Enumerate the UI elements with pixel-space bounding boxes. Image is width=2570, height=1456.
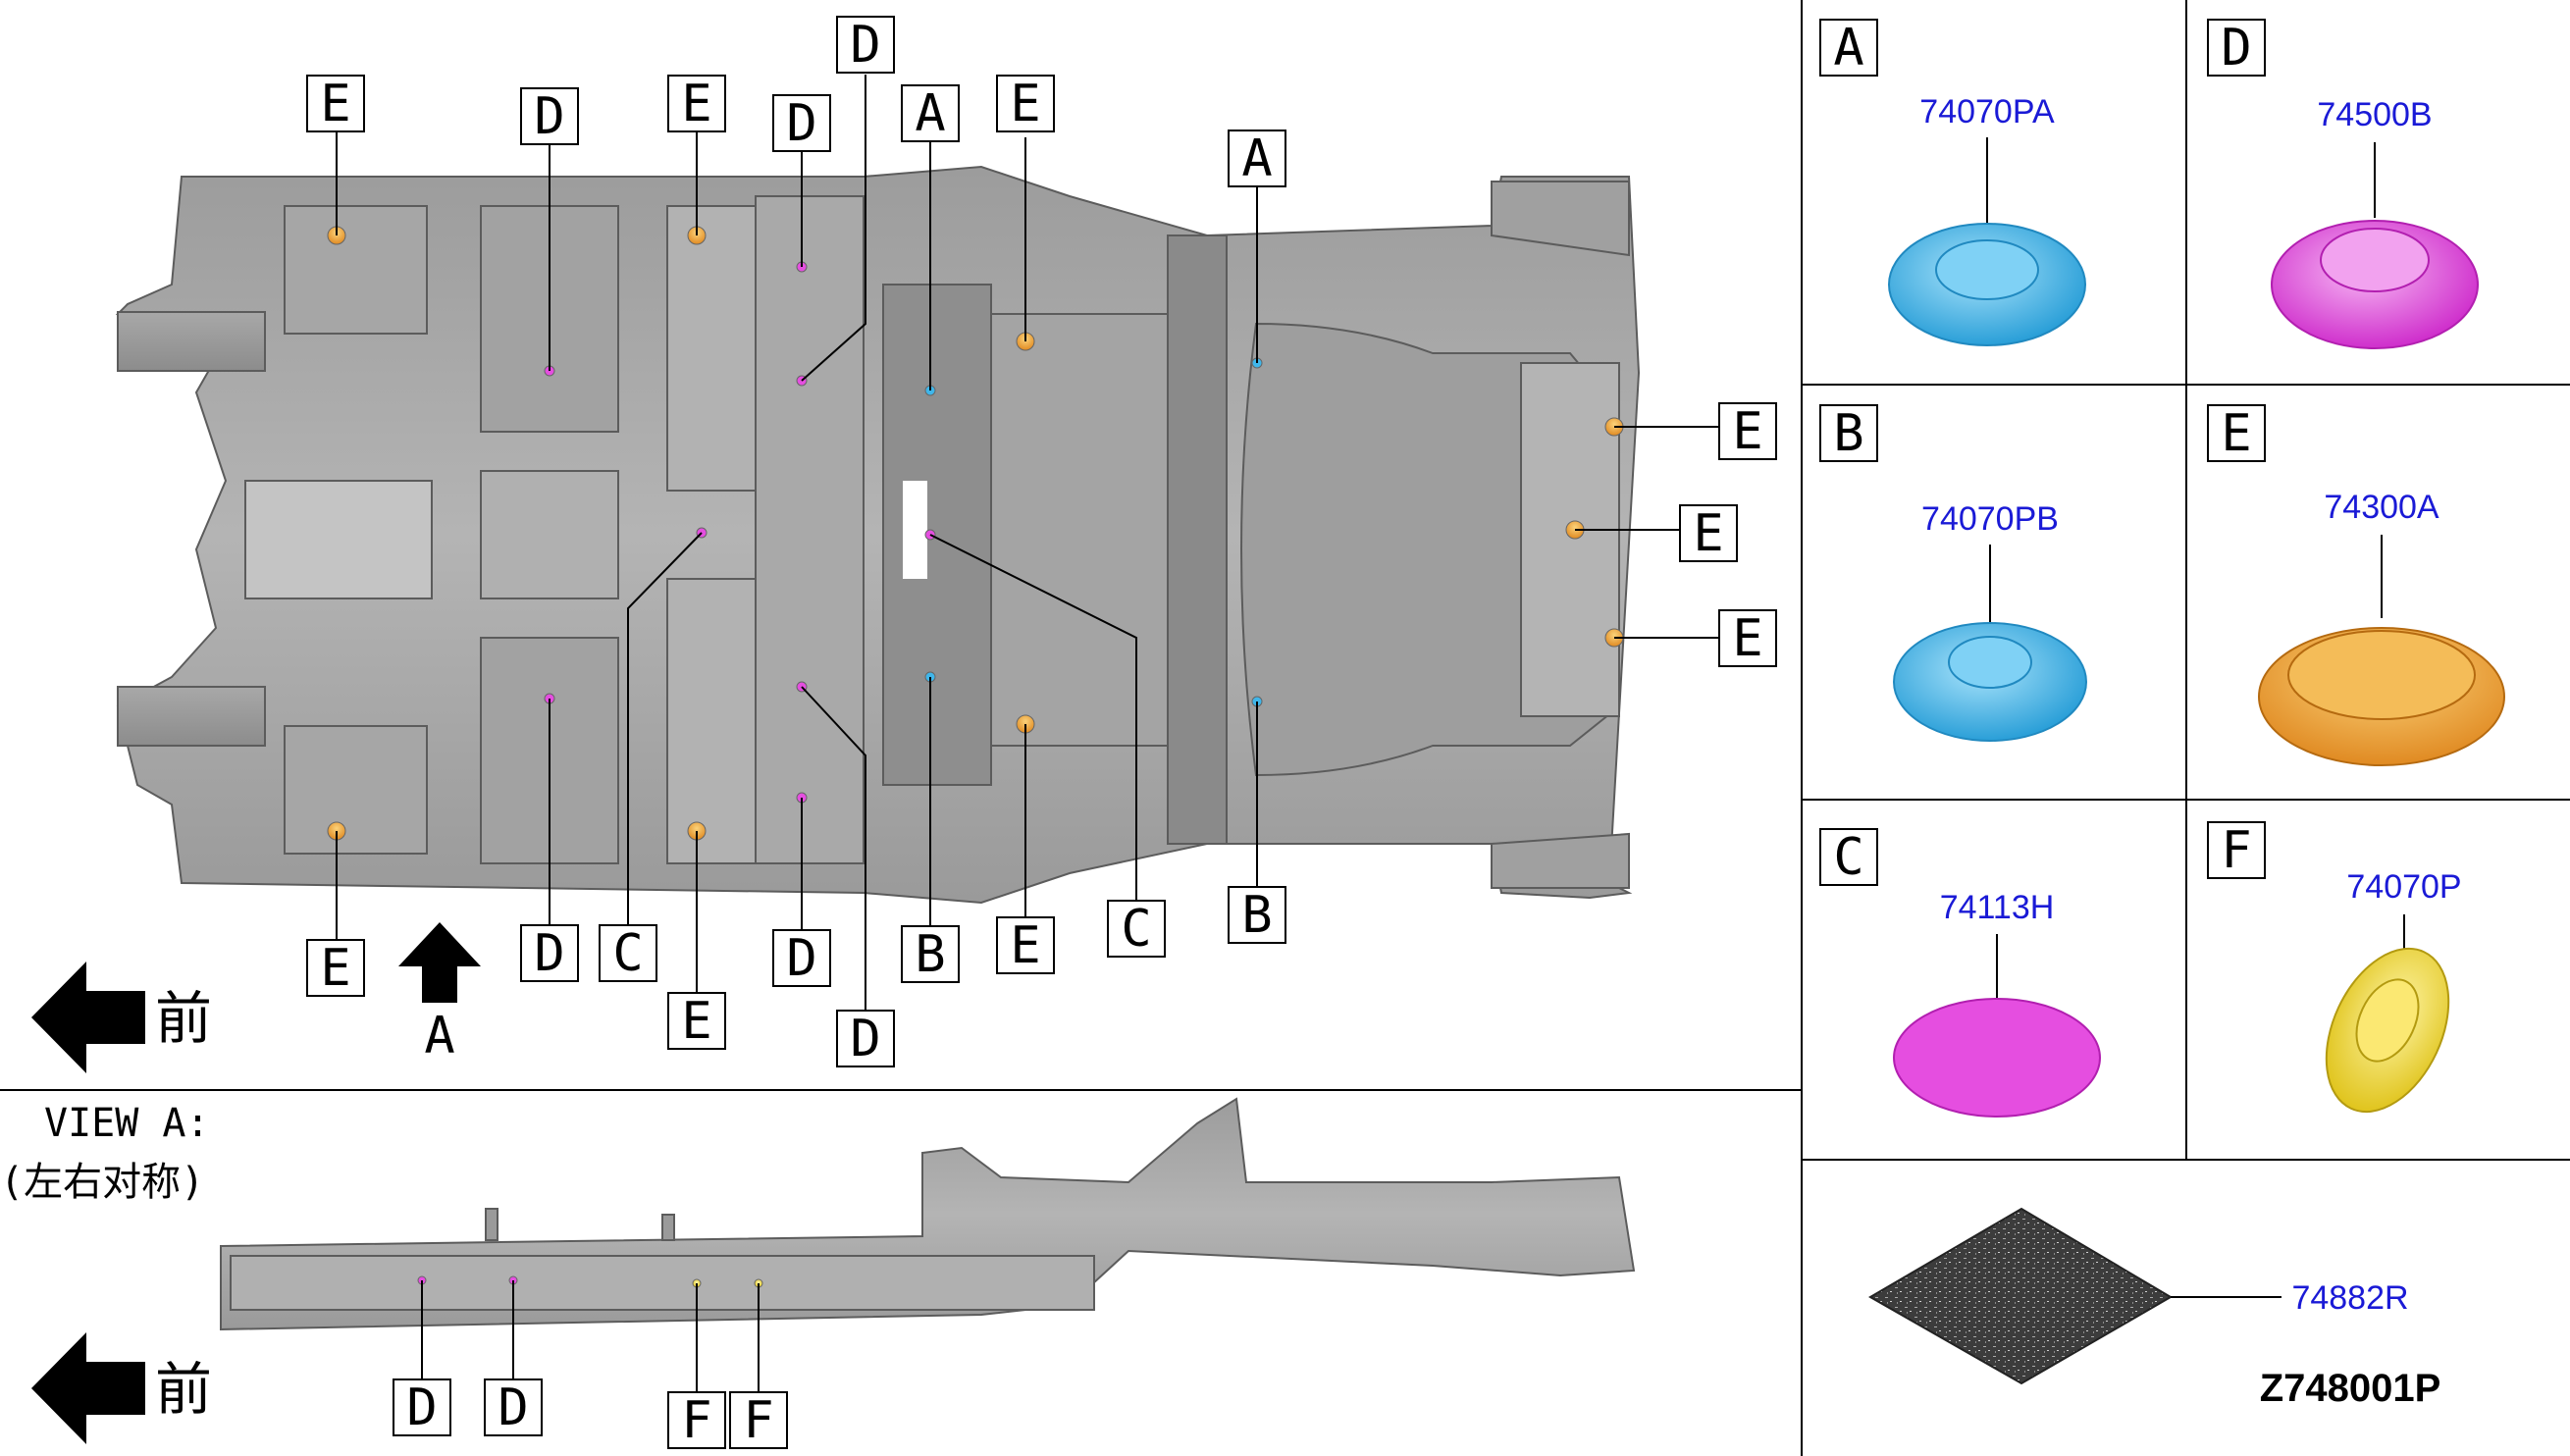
svg-text:B: B [915,925,945,984]
svg-text:C: C [1121,900,1151,959]
sound-pad-icon [1868,1207,2173,1385]
svg-text:D: D [850,16,880,75]
callout-B-bottom-2: B [1228,886,1286,945]
callout-D-bottom-2: D [772,929,831,988]
part-number-B: 74070PB [1921,500,2059,538]
callout-E-top-2: E [667,75,726,133]
callout-A-top-2: A [1228,130,1286,188]
svg-text:E: E [1732,402,1762,461]
legend-cell-D: D 74500B [2207,19,2479,349]
callout-E-right-2: E [1679,504,1738,563]
part-number-A: 74070PA [1919,93,2055,130]
svg-text:E: E [1010,916,1040,975]
legend-cell-B: B 74070PB [1819,404,2087,742]
svg-text:A: A [1241,130,1272,188]
floor-top-view [115,165,1641,905]
legend-cell-pad: 74882R Z748001P [1868,1207,2441,1410]
view-title: VIEW A: [44,1101,210,1146]
callout-E-top-3: E [996,75,1055,133]
part-number-D: 74500B [2317,96,2432,133]
part-number-C: 74113H [1940,889,2055,926]
callout-D-bottom-1: D [520,924,579,983]
callout-D-top-1: D [520,87,579,146]
view-a-arrow: A [398,922,481,1066]
callout-D-bottom-3: D [836,1010,895,1068]
svg-text:D: D [406,1378,437,1437]
callout-F-side-1: F [667,1391,726,1450]
callout-E-bottom-3: E [996,916,1055,975]
svg-text:E: E [2221,404,2251,463]
part-number-F: 74070P [2346,868,2461,906]
svg-text:E: E [681,992,711,1051]
svg-text:E: E [1693,504,1723,563]
callout-E-right-3: E [1718,609,1777,668]
callout-D-side-1: D [393,1378,451,1437]
svg-text:E: E [320,75,350,133]
front-arrow-side: 前 [31,1332,212,1444]
legend-cell-A: A 74070PA [1819,19,2086,346]
svg-text:E: E [1732,609,1762,668]
legend-cell-C: C 74113H [1819,828,2101,1118]
svg-text:A: A [915,84,945,143]
svg-text:D: D [2221,19,2251,78]
svg-text:D: D [786,929,816,988]
legend-cell-F: F 74070P [2207,821,2462,1114]
front-arrow-top: 前 [31,962,212,1073]
svg-text:C: C [612,924,643,983]
drawing-code: Z748001P [2260,1367,2441,1410]
callout-C-bottom-2: C [1107,900,1166,959]
callout-B-bottom-1: B [901,925,960,984]
svg-text:D: D [534,87,564,146]
svg-text:D: D [786,94,816,153]
svg-text:F: F [743,1391,773,1450]
patch-C-icon [1893,998,2101,1118]
callout-E-top-1: E [306,75,365,133]
callout-D-top-2: D [772,94,831,153]
callout-E-bottom-2: E [667,992,726,1051]
svg-text:B: B [1833,404,1863,463]
svg-text:A: A [1833,19,1863,78]
front-label-top: 前 [155,985,212,1052]
callout-E-right-1: E [1718,402,1777,461]
svg-text:D: D [850,1010,880,1068]
svg-text:E: E [1010,75,1040,133]
svg-text:F: F [681,1391,711,1450]
svg-text:E: E [681,75,711,133]
front-label-side: 前 [155,1356,212,1423]
svg-text:B: B [1241,886,1272,945]
svg-text:F: F [2221,821,2251,880]
callout-D-side-2: D [484,1378,543,1437]
callout-C-bottom-1: C [599,924,657,983]
part-number-pad: 74882R [2291,1279,2408,1317]
callout-D-top-3: D [836,16,895,75]
part-number-E: 74300A [2324,489,2439,526]
svg-text:D: D [534,924,564,983]
legend-cell-E: E 74300A [2207,404,2505,766]
callout-E-bottom-1: E [306,939,365,998]
svg-text:E: E [320,939,350,998]
svg-text:C: C [1833,828,1863,887]
svg-text:D: D [498,1378,528,1437]
callout-labels: E D E D D A E A E E E E D C E D D B E C … [306,16,1777,1450]
leader-lines [336,75,1719,1392]
callout-F-side-2: F [729,1391,788,1450]
callout-A-top-1: A [901,84,960,143]
floor-side-view [220,1097,1636,1331]
view-note: (左右对称) [0,1160,204,1205]
view-arrow-label: A [424,1007,454,1066]
